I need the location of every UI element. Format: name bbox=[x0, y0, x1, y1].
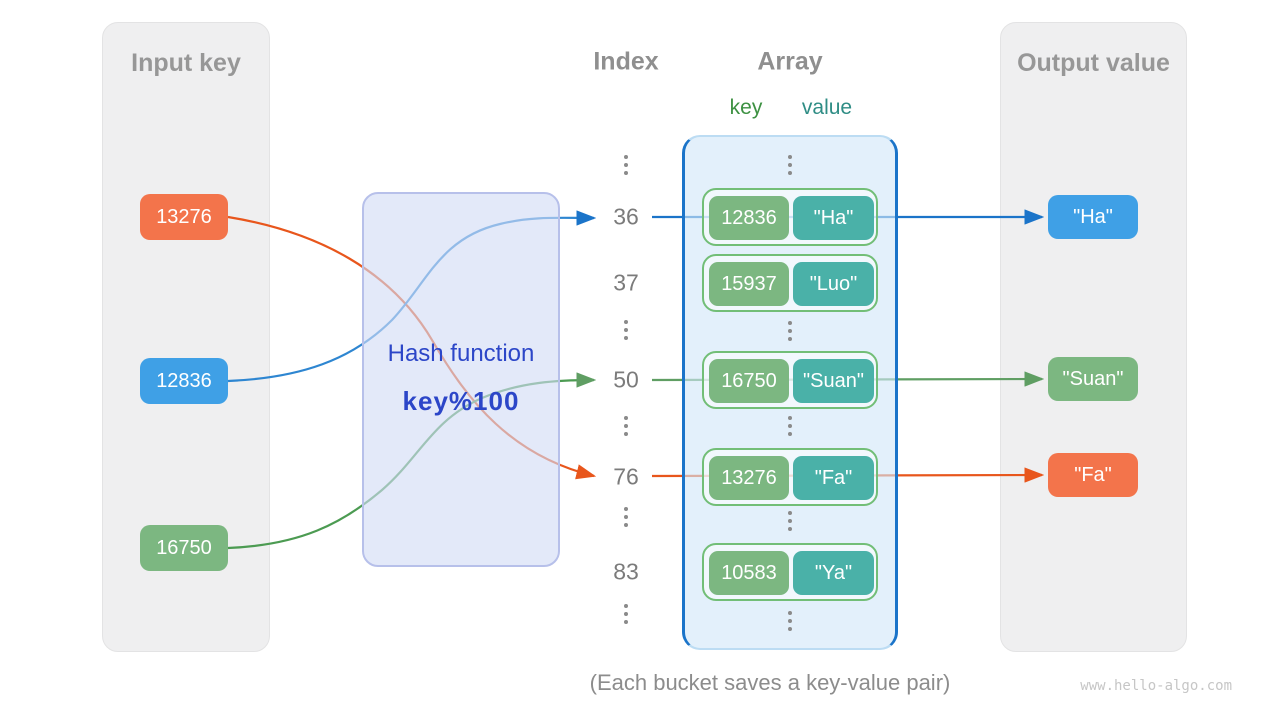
bucket-key: 15937 bbox=[709, 262, 789, 306]
ellipsis-icon bbox=[788, 321, 792, 341]
index-50: 50 bbox=[613, 366, 639, 393]
ellipsis-icon bbox=[788, 416, 792, 436]
input-key-16750: 16750 bbox=[140, 525, 228, 571]
diagram-caption: (Each bucket saves a key-value pair) bbox=[589, 670, 951, 695]
array-value-header: value bbox=[801, 96, 853, 119]
output-value-suan: "Suan" bbox=[1048, 357, 1138, 401]
bucket-value: "Ha" bbox=[793, 196, 874, 240]
hash-function-label: Hash function bbox=[387, 340, 535, 367]
output-value-fa: "Fa" bbox=[1048, 453, 1138, 497]
output-value-panel: Output value bbox=[1000, 22, 1187, 652]
array-column-title: Array bbox=[757, 47, 823, 76]
hash-function-formula: key%100 bbox=[402, 386, 520, 416]
ellipsis-icon bbox=[788, 511, 792, 531]
ellipsis-icon bbox=[624, 320, 628, 340]
index-36: 36 bbox=[613, 203, 639, 230]
ellipsis-icon bbox=[624, 507, 628, 527]
index-76: 76 bbox=[613, 463, 639, 490]
bucket-value: "Luo" bbox=[793, 262, 874, 306]
input-key-title: Input key bbox=[131, 49, 241, 77]
bucket-row: 10583 "Ya" bbox=[702, 543, 878, 601]
array-key-header: key bbox=[729, 96, 763, 119]
bucket-row: 12836 "Ha" bbox=[702, 188, 878, 246]
output-value-ha: "Ha" bbox=[1048, 195, 1138, 239]
ellipsis-icon bbox=[624, 604, 628, 624]
bucket-row: 13276 "Fa" bbox=[702, 448, 878, 506]
bucket-key: 10583 bbox=[709, 551, 789, 595]
bucket-row: 15937 "Luo" bbox=[702, 254, 878, 312]
output-value-title: Output value bbox=[1017, 49, 1170, 77]
ellipsis-icon bbox=[624, 416, 628, 436]
watermark: www.hello-algo.com bbox=[1080, 678, 1232, 694]
bucket-row: 16750 "Suan" bbox=[702, 351, 878, 409]
ellipsis-icon bbox=[624, 155, 628, 175]
bucket-value: "Ya" bbox=[793, 551, 874, 595]
hash-function-box: Hash function key%100 bbox=[362, 192, 560, 567]
ellipsis-icon bbox=[788, 611, 792, 631]
bucket-value: "Fa" bbox=[793, 456, 874, 500]
bucket-key: 13276 bbox=[709, 456, 789, 500]
bucket-key: 16750 bbox=[709, 359, 789, 403]
index-37: 37 bbox=[613, 269, 639, 296]
bucket-value: "Suan" bbox=[793, 359, 874, 403]
index-83: 83 bbox=[613, 558, 639, 585]
bucket-key: 12836 bbox=[709, 196, 789, 240]
index-column-title: Index bbox=[593, 47, 659, 76]
ellipsis-icon bbox=[788, 155, 792, 175]
input-key-12836: 12836 bbox=[140, 358, 228, 404]
input-key-13276: 13276 bbox=[140, 194, 228, 240]
